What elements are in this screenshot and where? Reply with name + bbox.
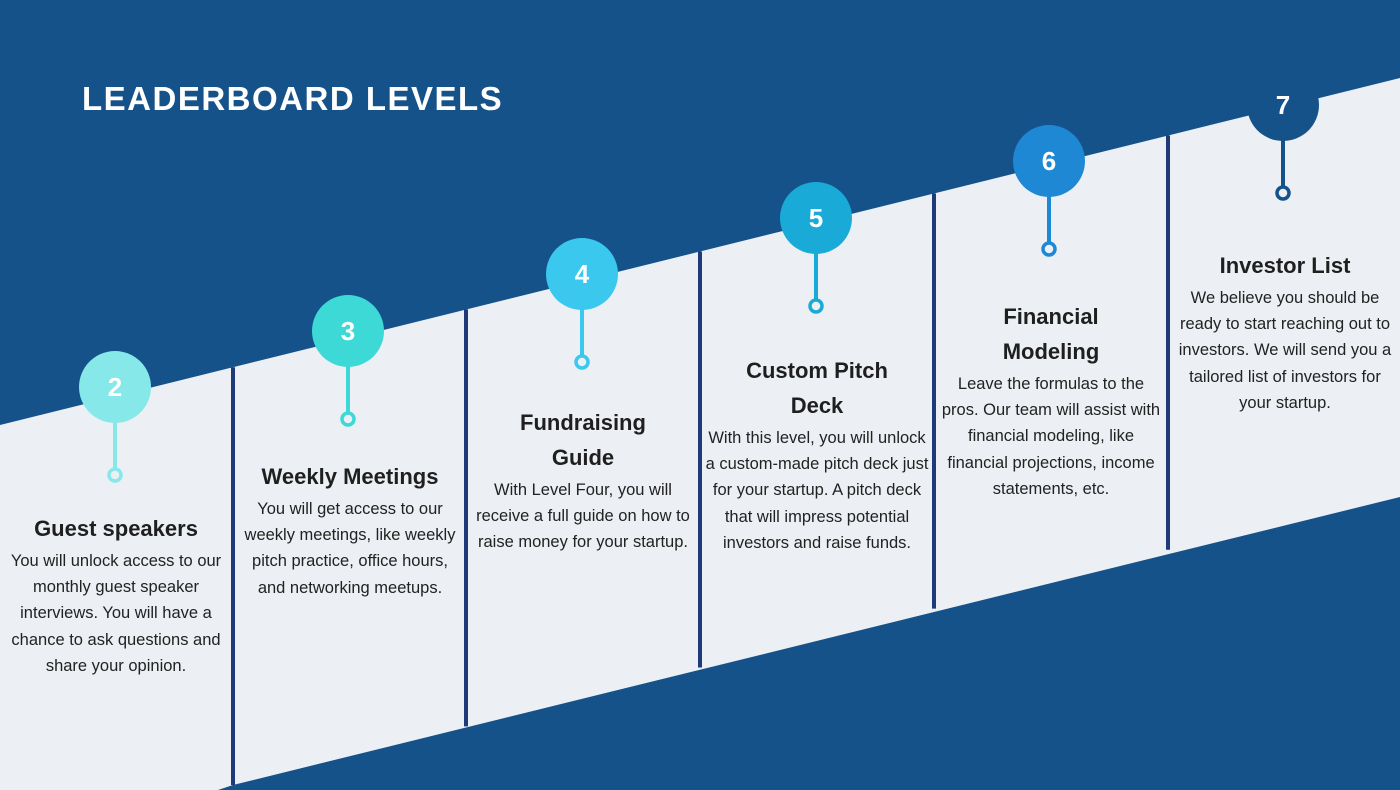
level-description: Leave the formulas to the pros. Our team… (941, 375, 1161, 498)
level-marker-icon (780, 182, 852, 314)
level-description: You will get access to our weekly meetin… (244, 500, 456, 597)
level-6-card: Financial Modeling Leave the formulas to… (942, 299, 1160, 502)
level-description: With Level Four, you will receive a full… (476, 481, 690, 552)
level-marker-icon (79, 351, 151, 483)
level-heading: Weekly Meetings (261, 464, 439, 489)
level-2-card: Guest speakers You will unlock access to… (4, 511, 228, 679)
level-heading: Fundraising Guide (520, 410, 646, 470)
level-heading: Guest speakers (34, 516, 198, 541)
level-3-card: Weekly Meetings You will get access to o… (238, 459, 462, 601)
level-description: You will unlock access to our monthly gu… (10, 552, 222, 675)
level-3-number: 3 (340, 316, 356, 346)
level-marker-icon (1247, 69, 1319, 201)
level-description: We believe you should be ready to start … (1178, 289, 1392, 412)
level-marker-icon (546, 238, 618, 370)
page-title: LEADERBOARD LEVELS (82, 80, 504, 117)
level-5-card: Custom Pitch Deck With this level, you w… (706, 353, 929, 556)
level-heading: Financial Modeling (1002, 304, 1100, 364)
level-4-number: 4 (574, 259, 590, 289)
level-7-card: Investor List We believe you should be r… (1173, 248, 1397, 416)
level-4-card: Fundraising Guide With Level Four, you w… (476, 405, 690, 556)
level-5-number: 5 (808, 203, 824, 233)
level-heading: Investor List (1219, 253, 1351, 278)
level-marker-icon (1013, 125, 1085, 257)
level-6-number: 6 (1041, 146, 1057, 176)
level-7-number: 7 (1275, 90, 1291, 120)
level-description: With this level, you will unlock a custo… (705, 429, 929, 552)
level-2-number: 2 (107, 372, 123, 402)
level-heading: Custom Pitch Deck (746, 358, 888, 418)
level-marker-icon (312, 295, 384, 427)
